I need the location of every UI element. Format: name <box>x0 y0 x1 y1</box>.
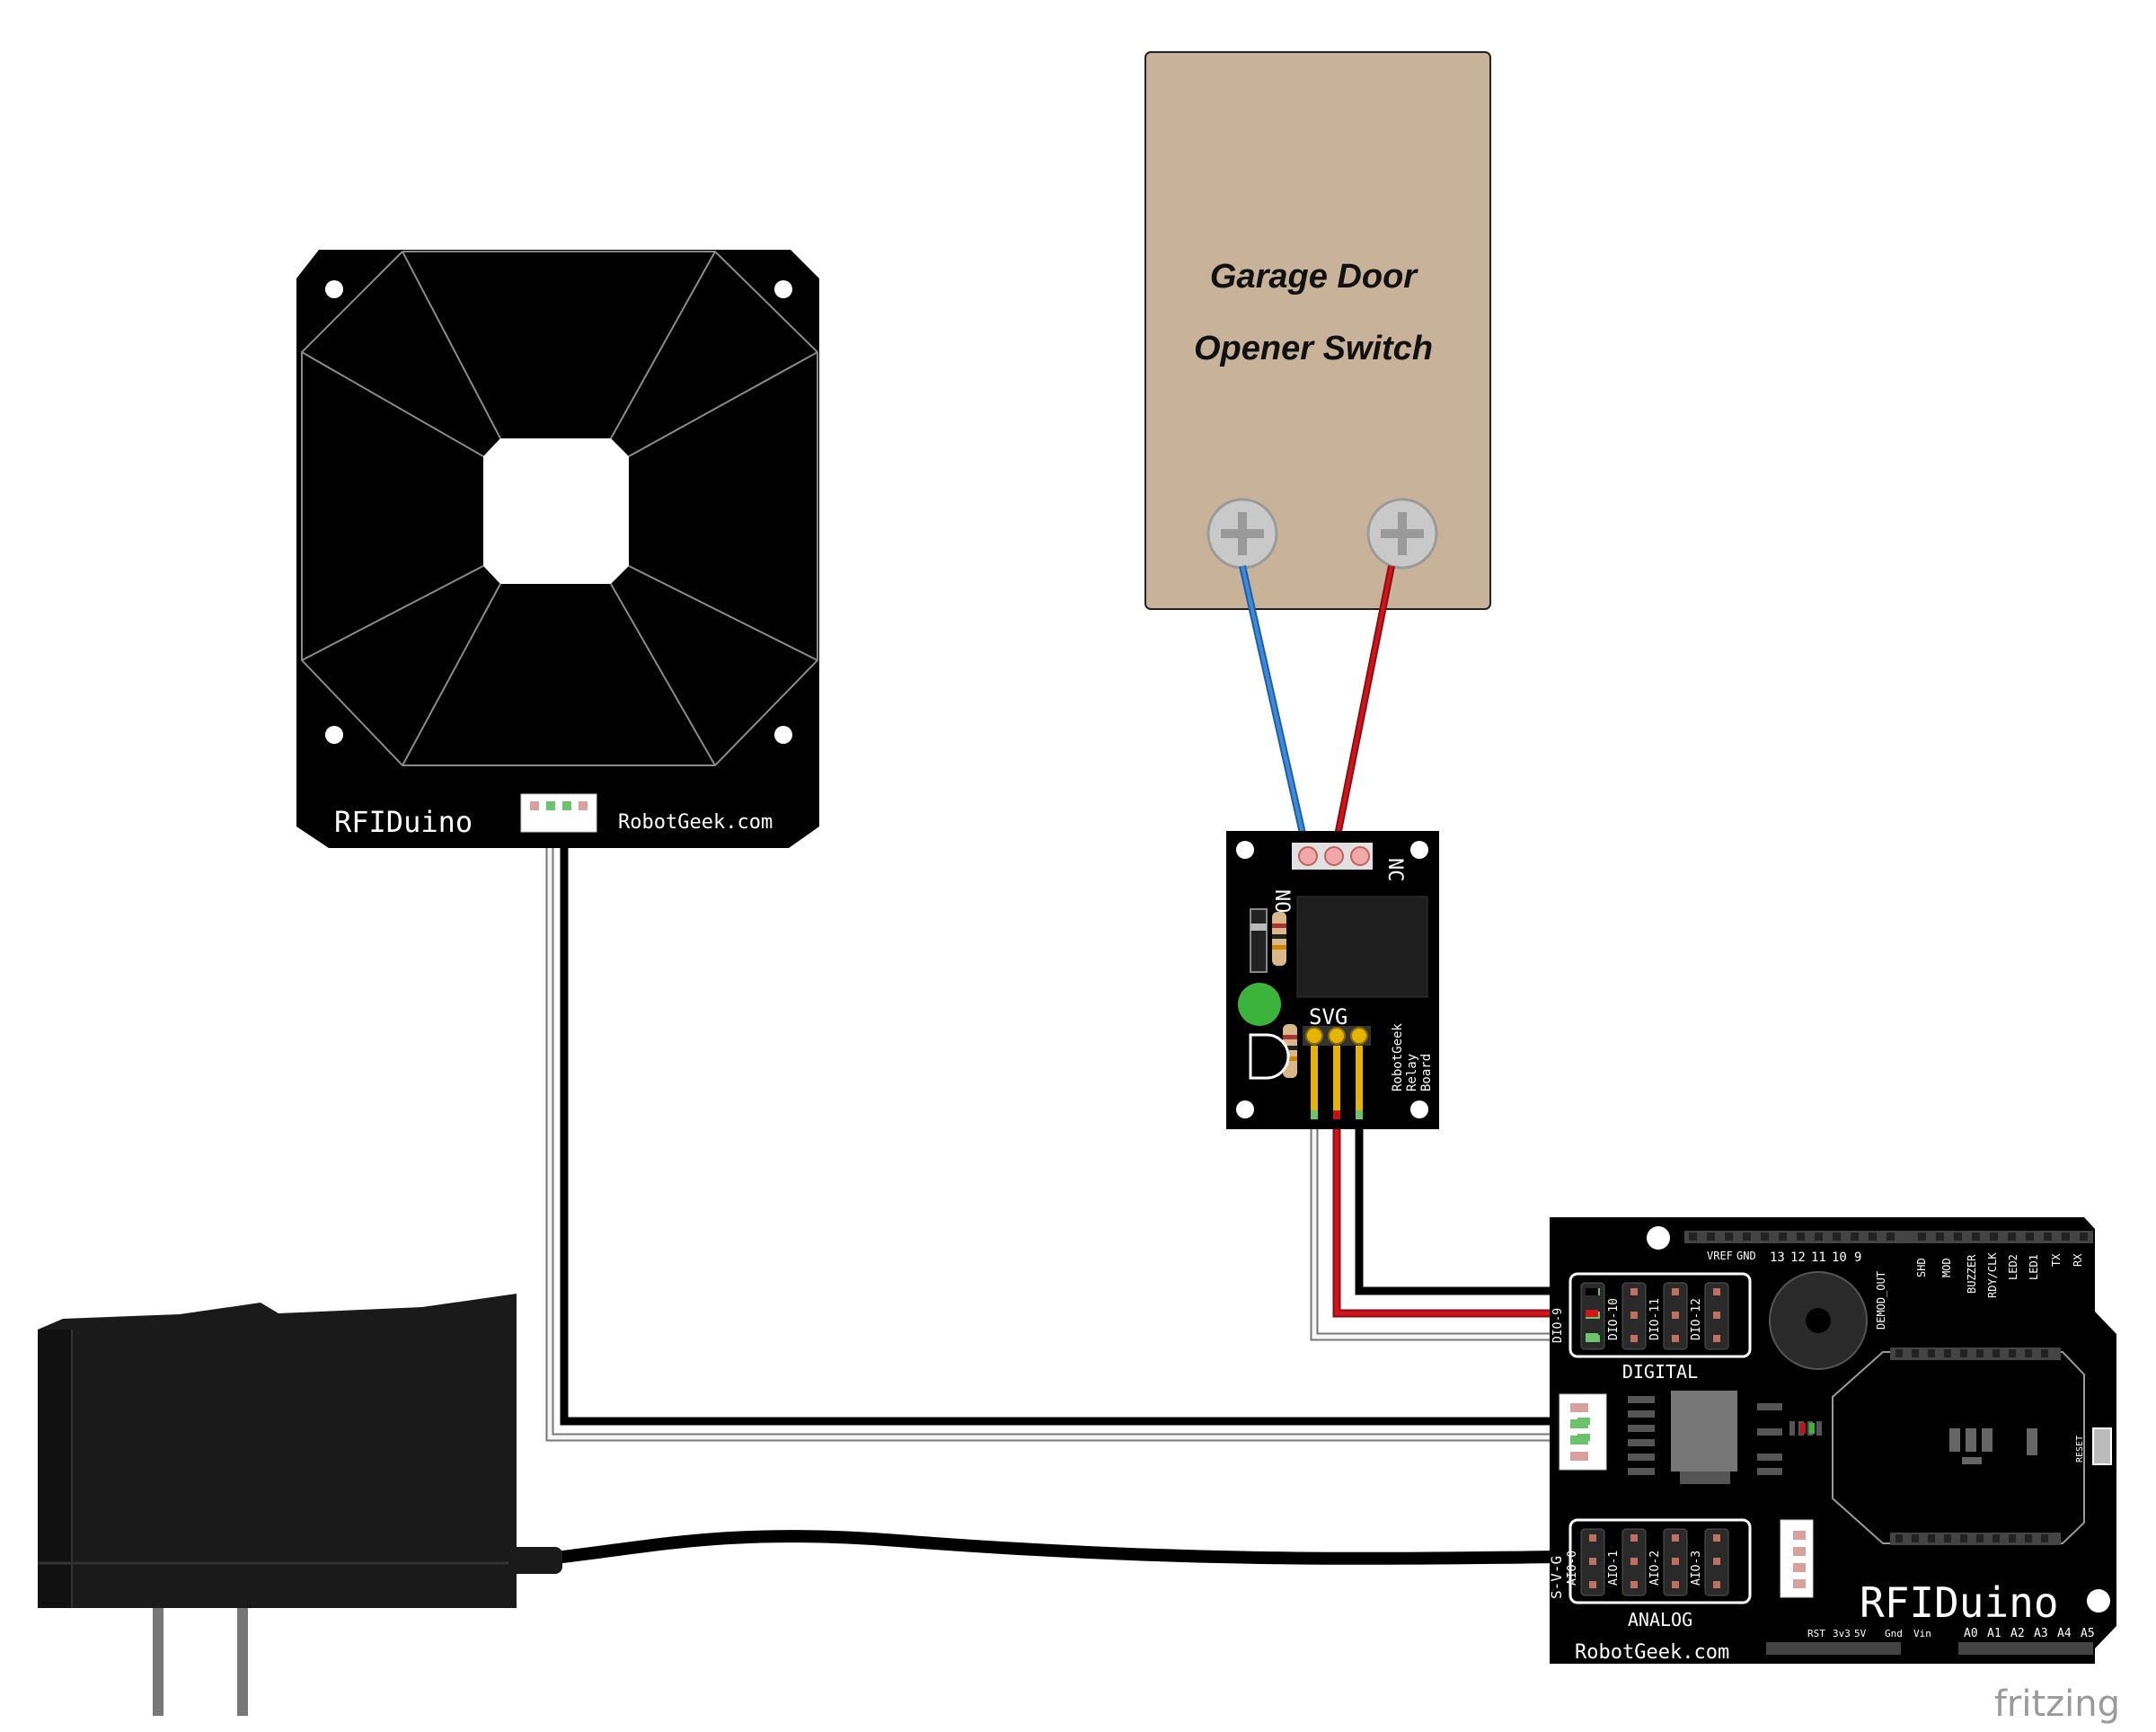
pin-13: 13 <box>1770 1250 1785 1265</box>
pin-9: 9 <box>1854 1250 1861 1265</box>
pin-buzzer: BUZZER <box>1966 1254 1978 1294</box>
dio-9-label: DIO-9 <box>1551 1308 1565 1343</box>
pin-led1: LED1 <box>2028 1254 2040 1280</box>
shield-aux-connector <box>1780 1519 1814 1598</box>
pin-gnd-top: GND <box>1736 1250 1756 1262</box>
pin-led2: LED2 <box>2007 1254 2019 1280</box>
antenna-brand: RobotGeek.com <box>618 811 773 834</box>
demod-out-label: DEMOD_OUT <box>1875 1271 1887 1330</box>
shield-antenna-connector <box>1559 1393 1607 1471</box>
screw-terminal-left-icon <box>1206 498 1278 570</box>
screw-terminal-right-icon <box>1366 498 1438 570</box>
relay-side-label-3: Board <box>1419 1054 1434 1091</box>
pin-rx: RX <box>2072 1253 2084 1267</box>
aio-0-label: AIO-0 <box>1566 1551 1579 1586</box>
pin-10: 10 <box>1832 1250 1847 1265</box>
wires <box>511 565 1590 1568</box>
aio-1-label: AIO-1 <box>1607 1551 1621 1586</box>
relay-led-icon <box>1238 983 1281 1026</box>
power-cable <box>511 1530 1564 1568</box>
pin-3v3: 3v3 <box>1833 1628 1851 1639</box>
antenna-label: RFIDuino <box>334 805 473 839</box>
pin-vin: Vin <box>1913 1628 1931 1639</box>
shield-title: RFIDuino <box>1860 1578 2059 1627</box>
pin-a3: A3 <box>2034 1627 2048 1640</box>
relay-svg-label: SVG <box>1309 1004 1348 1029</box>
pin-5v: 5V <box>1854 1628 1867 1639</box>
pin-a0: A0 <box>1964 1627 1978 1640</box>
pin-shd: SHD <box>1915 1258 1928 1277</box>
relay-side-label-1: RobotGeek <box>1391 1023 1405 1091</box>
relay-nc-label: NC <box>1383 858 1406 882</box>
relay-no-label: NO <box>1270 889 1293 914</box>
wire-endpoints <box>1577 1288 1598 1441</box>
pin-mod: MOD <box>1940 1258 1953 1277</box>
rfiduino-shield: VREF GND 13 12 11 10 9 SHD MOD BUZZER RD… <box>1548 1217 2116 1664</box>
pin-a5: A5 <box>2081 1627 2095 1640</box>
dio-12-label: DIO-12 <box>1690 1298 1703 1340</box>
fritzing-watermark: fritzing <box>1994 1683 2120 1725</box>
aio-3-label: AIO-3 <box>1690 1551 1703 1586</box>
reset-label: RESET <box>2075 1436 2085 1462</box>
aio-2-label: AIO-2 <box>1648 1551 1662 1586</box>
antenna-connector <box>520 793 597 833</box>
pin-12: 12 <box>1790 1250 1806 1265</box>
adapter-prong-right <box>237 1608 248 1716</box>
pin-gnd-bottom: Gnd <box>1885 1628 1903 1639</box>
pin-11: 11 <box>1811 1250 1826 1265</box>
switch-title-line2: Opener Switch <box>1194 330 1433 367</box>
relay-side-label-2: Relay <box>1405 1054 1419 1091</box>
pin-tx: TX <box>2050 1253 2063 1267</box>
switch-title-line1: Garage Door <box>1210 258 1418 296</box>
rfid-antenna-board: RFIDuino RobotGeek.com <box>296 250 819 848</box>
pin-vref: VREF <box>1707 1250 1733 1262</box>
adapter-prong-left <box>153 1608 163 1716</box>
shield-brand: RobotGeek.com <box>1575 1641 1729 1664</box>
power-adapter <box>38 1294 562 1716</box>
relay-board: NO NC SVG RobotGeek Relay <box>1226 831 1439 1129</box>
digital-label: DIGITAL <box>1622 1361 1698 1383</box>
svg-side-label: S-V-G <box>1548 1556 1565 1599</box>
pin-rdy-clk: RDY/CLK <box>1986 1252 1999 1298</box>
pin-rst: RST <box>1807 1628 1825 1639</box>
black-wire-antenna <box>560 817 1586 1426</box>
black-wire-relay <box>1355 1118 1590 1295</box>
pin-a4: A4 <box>2057 1627 2072 1640</box>
pin-a1: A1 <box>1987 1627 2001 1640</box>
dio-10-label: DIO-10 <box>1607 1298 1621 1340</box>
buzzer-icon <box>1769 1271 1868 1370</box>
analog-label: ANALOG <box>1628 1609 1692 1630</box>
garage-door-switch: Garage Door Opener Switch <box>1144 51 1491 610</box>
reset-button <box>2092 1427 2112 1465</box>
dio-11-label: DIO-11 <box>1648 1298 1662 1340</box>
pin-a2: A2 <box>2010 1627 2025 1640</box>
